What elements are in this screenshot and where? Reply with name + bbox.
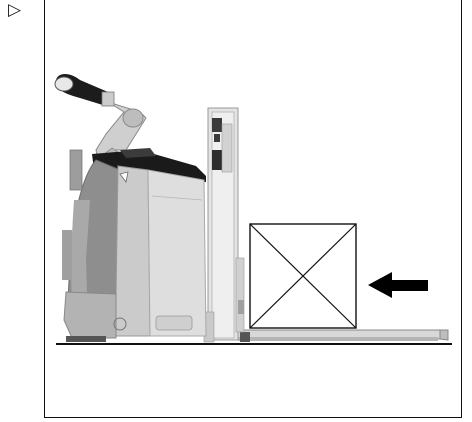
mast: [204, 108, 244, 342]
forks: [238, 330, 448, 342]
tiller-handle: [55, 74, 114, 106]
pallet-load-box: [250, 224, 356, 328]
truck-body: [62, 148, 206, 342]
arrow-left-icon: [368, 272, 428, 298]
